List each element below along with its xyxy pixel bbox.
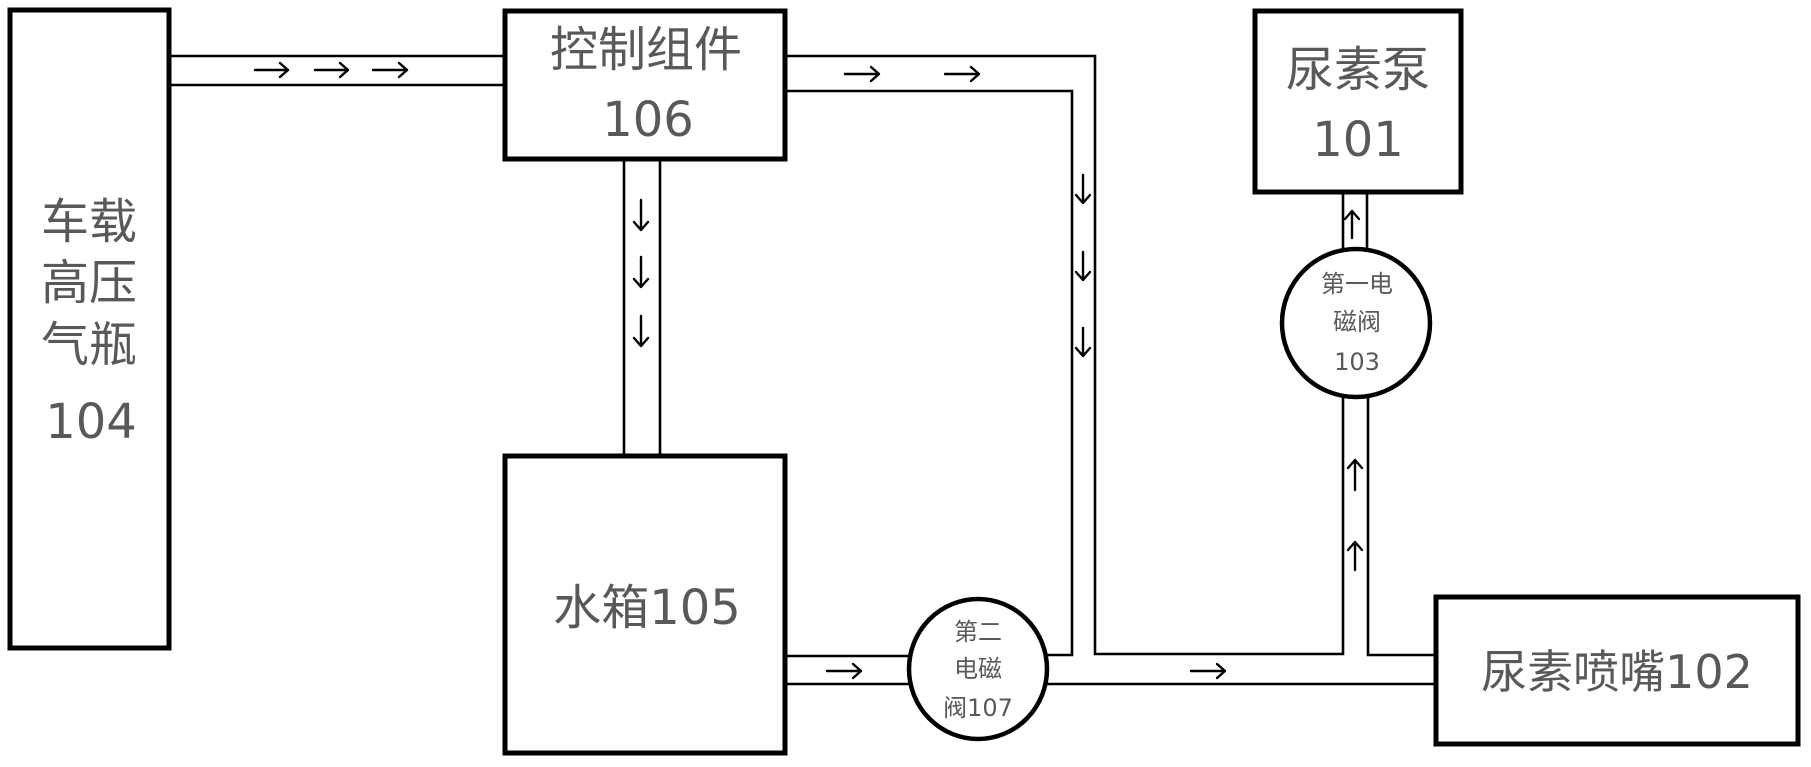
arrow-up-icon <box>1343 209 1361 240</box>
valve-first-label-line1: 第一电 <box>1321 270 1393 298</box>
valve-first-label-line3: 103 <box>1334 348 1380 376</box>
gas-cylinder-label-line3: 气瓶 <box>41 317 137 373</box>
solenoid-valve-103: 第一电 磁阀 103 <box>1279 246 1433 400</box>
water-tank-105: 水箱105 <box>502 453 788 756</box>
arrow-down-icon <box>1074 250 1092 282</box>
pipe-nozzle-to-valve1 <box>1366 397 1434 657</box>
arrow-up-icon <box>1346 458 1364 492</box>
arrow-down-icon <box>1074 173 1092 205</box>
urea-nozzle-label: 尿素喷嘴102 <box>1481 645 1753 699</box>
gas-cylinder-label-line2: 高压 <box>41 255 137 311</box>
arrow-right-icon <box>253 61 290 79</box>
arrow-right-icon <box>1189 662 1227 680</box>
water-tank-label: 水箱105 <box>553 580 741 636</box>
arrow-down-icon <box>632 314 650 348</box>
valve-second-label-line1: 第二 <box>954 618 1002 646</box>
pipe-cylinder-to-control <box>171 54 503 87</box>
arrow-right-icon <box>843 65 881 83</box>
valve-first-label-line2: 磁阀 <box>1333 308 1381 336</box>
arrow-down-icon <box>632 255 650 289</box>
arrow-down-icon <box>632 198 650 232</box>
arrow-right-icon <box>371 61 409 79</box>
gas-cylinder-label-line1: 车载 <box>41 194 137 250</box>
control-assembly-label-line2: 106 <box>602 92 694 148</box>
arrow-right-icon <box>943 65 981 83</box>
urea-pump-101: 尿素泵 101 <box>1252 8 1464 195</box>
flow-arrows <box>253 61 1364 680</box>
arrow-right-icon <box>313 61 350 79</box>
arrow-up-icon <box>1346 540 1364 572</box>
urea-pump-label-line1: 尿素泵 <box>1286 42 1430 98</box>
pipe-control-to-nozzle <box>787 54 1345 657</box>
valve-second-label-line2: 电磁 <box>954 655 1002 683</box>
valve-second-label-line3: 阀107 <box>943 694 1013 722</box>
arrow-down-icon <box>1074 326 1092 358</box>
pipe-control-to-tank <box>622 161 662 454</box>
solenoid-valve-107: 第二 电磁 阀107 <box>906 596 1050 742</box>
urea-pump-label-line2: 101 <box>1312 112 1404 168</box>
control-assembly-106: 控制组件 106 <box>502 8 788 162</box>
control-assembly-label-line1: 控制组件 <box>550 22 742 78</box>
gas-cylinder-label-line4: 104 <box>45 394 137 450</box>
urea-nozzle-102: 尿素喷嘴102 <box>1433 594 1801 747</box>
arrow-right-icon <box>825 662 863 680</box>
gas-cylinder-104: 车载 高压 气瓶 104 <box>7 7 172 651</box>
pipes <box>171 54 1434 686</box>
pipe-valve1-to-pump <box>1341 194 1369 250</box>
pipe-tank-to-valve2 <box>787 654 912 686</box>
